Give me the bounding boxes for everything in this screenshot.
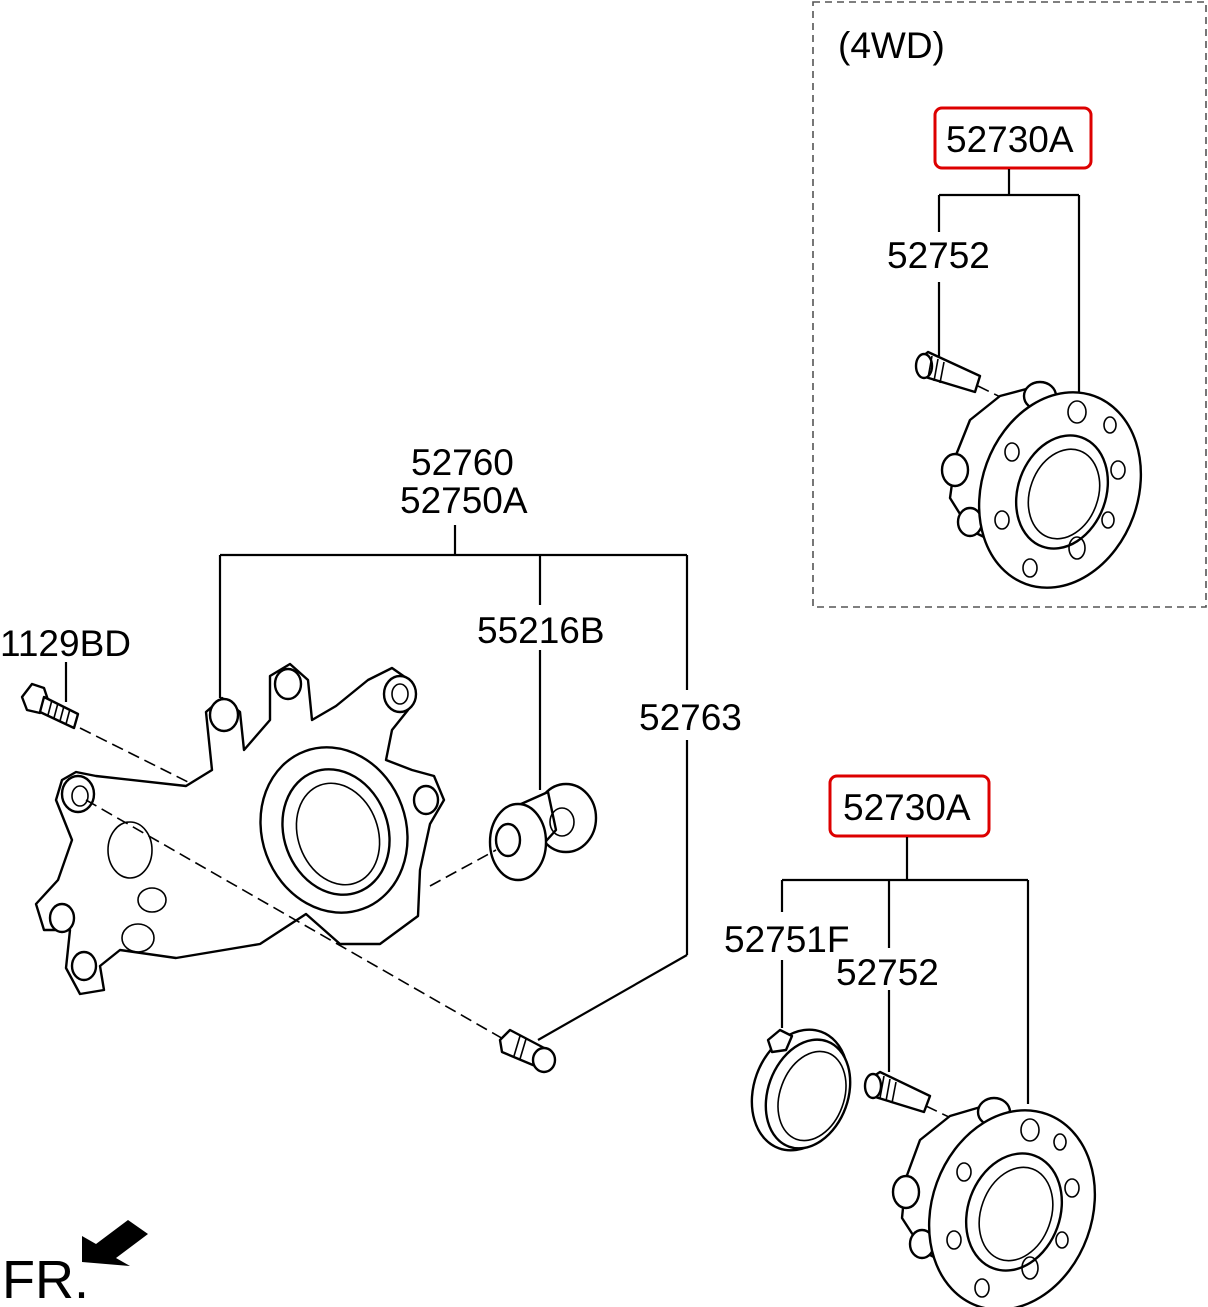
bolt-part-number[interactable]: 1129BD — [0, 623, 131, 664]
knuckle-leader-lines — [64, 525, 689, 1041]
wheel-stud-4wd — [914, 350, 1036, 415]
rear-knuckle — [34, 662, 506, 1041]
4wd-inset-box — [812, 1, 1207, 608]
4wd-variant-label: (4WD) — [838, 25, 945, 66]
bushing-part-number[interactable]: 55216B — [477, 610, 605, 651]
hub-2wd-highlight-box — [828, 774, 991, 838]
hub-2wd-callout[interactable]: 52730A — [828, 774, 991, 838]
4wd-leader-lines — [937, 169, 1081, 402]
stud-2wd-part-number[interactable]: 52752 — [836, 952, 939, 993]
arrow-icon — [82, 1220, 148, 1266]
cap-2wd-part-number[interactable]: 52751F — [724, 919, 850, 960]
knuckle-part-number-b[interactable]: 52750A — [400, 480, 528, 521]
2wd-leader-lines — [780, 837, 1030, 1104]
knuckle-part-number-a[interactable]: 52760 — [411, 442, 514, 483]
knuckle-stud-part-number[interactable]: 52763 — [639, 697, 742, 738]
bushing-55216b — [429, 782, 598, 887]
hub-bearing-2wd — [891, 1096, 1097, 1307]
hub-4wd-part-number[interactable]: 52730A — [946, 119, 1074, 160]
hub-4wd-highlight-box — [933, 106, 1093, 170]
hub-2wd-part-number[interactable]: 52730A — [843, 787, 971, 828]
front-direction-label: FR. — [2, 1250, 89, 1307]
dust-cap-2wd — [750, 1028, 852, 1152]
knuckle-stud — [498, 1028, 557, 1074]
front-direction-indicator: FR. — [2, 1220, 148, 1307]
stud-4wd-part-number[interactable]: 52752 — [887, 235, 990, 276]
hub-bearing-4wd — [940, 380, 1143, 589]
bolt-1129bd — [20, 682, 197, 787]
hub-4wd-callout[interactable]: 52730A — [933, 106, 1093, 170]
